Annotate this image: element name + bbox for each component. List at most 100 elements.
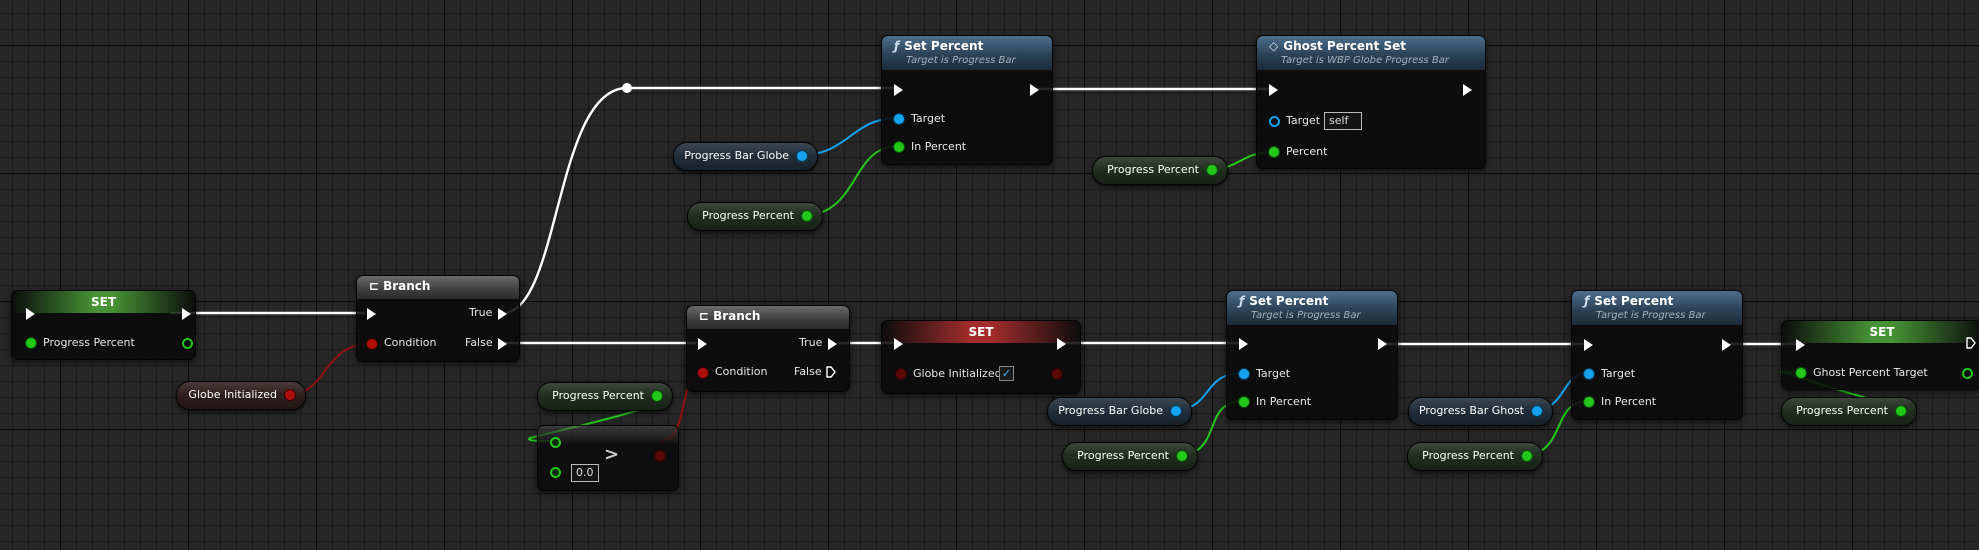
progress-percent-variable[interactable]: Progress Percent: [1407, 442, 1543, 471]
float-out-pin[interactable]: [652, 391, 662, 401]
ghost-percent-target-out-pin[interactable]: [1962, 368, 1973, 379]
exec-in-pin[interactable]: [894, 338, 903, 350]
target-pin[interactable]: [1239, 369, 1249, 379]
branch-icon: ⊏: [699, 309, 710, 323]
false-exec-pin[interactable]: [826, 366, 836, 378]
exec-out-pin[interactable]: [1057, 338, 1066, 350]
in-percent-pin[interactable]: [1584, 397, 1594, 407]
in-percent-pin[interactable]: [894, 142, 904, 152]
a-input-pin[interactable]: [550, 437, 561, 448]
set-ghost-percent-target-node[interactable]: SET Ghost Percent Target: [1781, 320, 1979, 390]
variable-label: Progress Bar Globe: [684, 149, 789, 162]
in-percent-pin[interactable]: [1239, 397, 1249, 407]
ghost-percent-set-node[interactable]: ◇Ghost Percent Set Target is WBP Globe P…: [1256, 35, 1486, 169]
exec-in-pin[interactable]: [1584, 339, 1593, 351]
float-out-pin[interactable]: [1207, 165, 1217, 175]
progress-percent-in-pin[interactable]: [26, 338, 36, 348]
object-out-pin[interactable]: [1532, 406, 1542, 416]
false-label: False: [794, 365, 822, 378]
exec-in-pin[interactable]: [1796, 339, 1805, 351]
target-self-field[interactable]: self: [1324, 112, 1362, 130]
set-progress-percent-node[interactable]: SET Progress Percent: [11, 290, 196, 360]
variable-label: Progress Percent: [1422, 449, 1514, 462]
target-pin[interactable]: [894, 114, 904, 124]
globe-initialized-in-pin[interactable]: [896, 369, 906, 379]
node-subtitle: Target is Progress Bar: [1251, 310, 1361, 321]
exec-in-pin[interactable]: [367, 308, 376, 320]
exec-in-pin[interactable]: [26, 308, 35, 320]
exec-out-pin[interactable]: [1966, 337, 1976, 349]
pin-label: Globe Initialized: [913, 367, 1002, 380]
node-title: Branch: [713, 309, 761, 323]
target-pin[interactable]: [1269, 116, 1280, 127]
exec-in-pin[interactable]: [894, 84, 903, 96]
function-icon: ƒ: [1239, 294, 1245, 308]
node-subtitle: Target is WBP Globe Progress Bar: [1281, 55, 1449, 66]
exec-in-pin[interactable]: [1269, 84, 1278, 96]
float-out-pin[interactable]: [1896, 406, 1906, 416]
node-subtitle: Target is Progress Bar: [906, 55, 1016, 66]
exec-out-pin[interactable]: [1722, 339, 1731, 351]
exec-in-pin[interactable]: [1239, 338, 1248, 350]
variable-label: Progress Percent: [1107, 163, 1199, 176]
exec-wire: [502, 86, 895, 315]
target-pin[interactable]: [1584, 369, 1594, 379]
branch-node[interactable]: ⊏Branch True Condition False: [356, 275, 520, 362]
globe-initialized-out-pin[interactable]: [1052, 369, 1062, 379]
progress-bar-globe-variable[interactable]: Progress Bar Globe: [673, 142, 818, 171]
bool-out-pin[interactable]: [285, 390, 295, 400]
percent-pin[interactable]: [1269, 147, 1279, 157]
progress-percent-variable[interactable]: Progress Percent: [687, 202, 823, 231]
b-input-pin[interactable]: [550, 467, 561, 478]
variable-label: Progress Percent: [702, 209, 794, 222]
function-icon: ƒ: [894, 39, 900, 53]
progress-percent-variable[interactable]: Progress Percent: [1781, 397, 1917, 426]
branch-icon: ⊏: [369, 279, 380, 293]
compare-value-field[interactable]: 0.0: [571, 464, 599, 482]
progress-bar-ghost-variable[interactable]: Progress Bar Ghost: [1408, 397, 1553, 426]
progress-percent-out-pin[interactable]: [182, 338, 193, 349]
variable-label: Progress Percent: [1077, 449, 1169, 462]
false-exec-pin[interactable]: [498, 338, 507, 350]
progress-percent-variable[interactable]: Progress Percent: [1092, 156, 1228, 185]
node-title: SET: [1782, 321, 1979, 343]
float-out-pin[interactable]: [1177, 451, 1187, 461]
globe-initialized-variable[interactable]: Globe Initialized: [176, 381, 306, 410]
float-out-pin[interactable]: [1522, 451, 1532, 461]
operator-symbol: >: [604, 444, 620, 465]
condition-label: Condition: [384, 336, 437, 349]
object-out-pin[interactable]: [797, 151, 807, 161]
true-exec-pin[interactable]: [828, 338, 837, 350]
bool-out-pin[interactable]: [655, 451, 665, 461]
exec-in-pin[interactable]: [698, 338, 707, 350]
function-icon: ƒ: [1584, 294, 1590, 308]
float-out-pin[interactable]: [802, 211, 812, 221]
greater-than-node[interactable]: 0.0 >: [537, 425, 679, 491]
exec-out-pin[interactable]: [1030, 84, 1039, 96]
false-label: False: [465, 336, 493, 349]
globe-initialized-checkbox[interactable]: ✓: [999, 366, 1014, 381]
variable-label: Progress Bar Globe: [1058, 404, 1163, 417]
pin-label: Ghost Percent Target: [1813, 366, 1928, 379]
condition-pin[interactable]: [367, 339, 377, 349]
object-out-pin[interactable]: [1171, 406, 1181, 416]
exec-out-pin[interactable]: [182, 308, 191, 320]
progress-percent-variable[interactable]: Progress Percent: [1062, 442, 1198, 471]
node-subtitle: Target is Progress Bar: [1596, 310, 1706, 321]
progress-bar-globe-variable[interactable]: Progress Bar Globe: [1047, 397, 1192, 426]
condition-pin[interactable]: [698, 368, 708, 378]
branch-node[interactable]: ⊏Branch True Condition False: [686, 305, 850, 392]
true-label: True: [469, 306, 493, 319]
true-exec-pin[interactable]: [498, 308, 507, 320]
target-label: Target: [1256, 367, 1291, 380]
exec-out-pin[interactable]: [1378, 338, 1387, 350]
progress-percent-variable[interactable]: Progress Percent: [537, 382, 673, 411]
set-globe-initialized-node[interactable]: SET Globe Initialized ✓: [881, 320, 1081, 394]
exec-out-pin[interactable]: [1463, 84, 1472, 96]
target-label: Target: [1286, 114, 1321, 127]
ghost-percent-target-in-pin[interactable]: [1796, 368, 1806, 378]
